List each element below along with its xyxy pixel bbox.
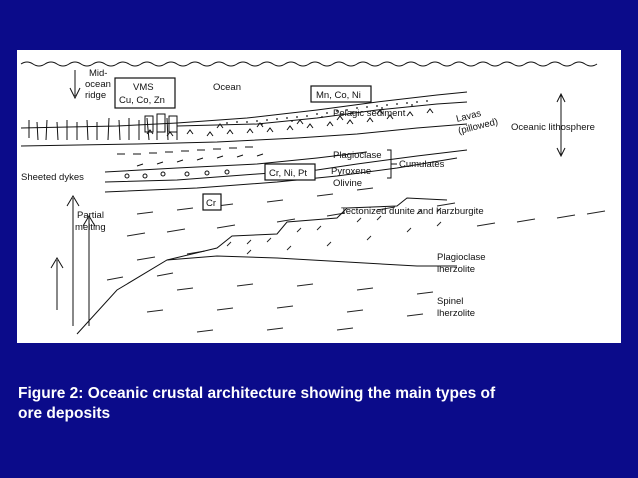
mn-co-ni-label: Mn, Co, Ni [316, 90, 361, 101]
cr-label: Cr [206, 198, 216, 209]
spinel-lherzolite-label-1: Spinel [437, 296, 463, 307]
oceanic-crust-diagram: Mid- ocean ridge Ocean VMS Cu, Co, Zn Mn… [20, 61, 606, 335]
plagioclase-lherzolite-stipple [226, 207, 442, 255]
sediment-base-line [176, 101, 468, 127]
cr-ni-pt-label: Cr, Ni, Pt [269, 168, 307, 179]
spinel-lherzolite-dashes [146, 283, 434, 333]
vms-box [114, 77, 176, 109]
cumulates-bracket [387, 149, 397, 179]
mid-ocean-ridge-label-3: ridge [85, 90, 106, 101]
plagioclase-lherzolite-boundary [166, 197, 448, 261]
pelagic-sediment-label: Pelagic sediment [333, 108, 406, 119]
sheeted-dykes-label: Sheeted dykes [21, 172, 84, 183]
lithosphere-arrow [556, 92, 566, 158]
figure-caption: Figure 2: Oceanic crustal architecture s… [18, 384, 618, 424]
partial-melting-label-1: Partial [77, 210, 104, 221]
mid-ocean-ridge-label-1: Mid- [89, 68, 107, 79]
spinel-lherzolite-label-2: lherzolite [437, 308, 475, 319]
ridge-arrow [69, 70, 81, 100]
partial-melting-arrows [50, 195, 96, 326]
plagioclase-label: Plagioclase [333, 150, 382, 161]
mantle-dashes [106, 187, 606, 281]
dykes-base-line [104, 149, 468, 183]
caption-line-2: ore deposits [18, 405, 111, 422]
vms-metals-label: Cu, Co, Zn [119, 95, 165, 106]
cr-box [202, 193, 222, 211]
cr-ni-pt-box [264, 163, 316, 181]
ocean-label: Ocean [213, 82, 241, 93]
lavas-base-line [20, 123, 468, 147]
mn-co-ni-box [310, 85, 372, 103]
oceanic-lithosphere-label: Oceanic lithosphere [511, 122, 595, 133]
cumulates-upper-line [104, 151, 368, 173]
pelagic-sediment-layer [226, 100, 428, 125]
ocean-surface-line [20, 61, 598, 67]
cumulates-label: Cumulates [399, 159, 445, 170]
mid-ocean-ridge-label-2: ocean [85, 79, 111, 90]
seafloor-line [20, 91, 468, 129]
figure-panel: Mid- ocean ridge Ocean VMS Cu, Co, Zn Mn… [17, 50, 621, 343]
plagioclase-lherzolite-label-1: Plagioclase [437, 252, 486, 263]
tectonized-label: Tectonized dunite and harzburgite [341, 206, 484, 217]
vms-label: VMS [133, 82, 154, 93]
plagioclase-lherzolite-label-2: lherzolite [437, 264, 475, 275]
partial-melting-label-2: melting [75, 222, 106, 233]
caption-line-1: Figure 2: Oceanic crustal architecture s… [18, 385, 496, 402]
ridge-dykes [28, 113, 178, 141]
spinel-lherzolite-boundary [76, 255, 457, 335]
pyroxene-label: Pyroxene [331, 166, 371, 177]
cumulates-layer [117, 146, 264, 179]
olivine-label: Olivine [333, 178, 362, 189]
